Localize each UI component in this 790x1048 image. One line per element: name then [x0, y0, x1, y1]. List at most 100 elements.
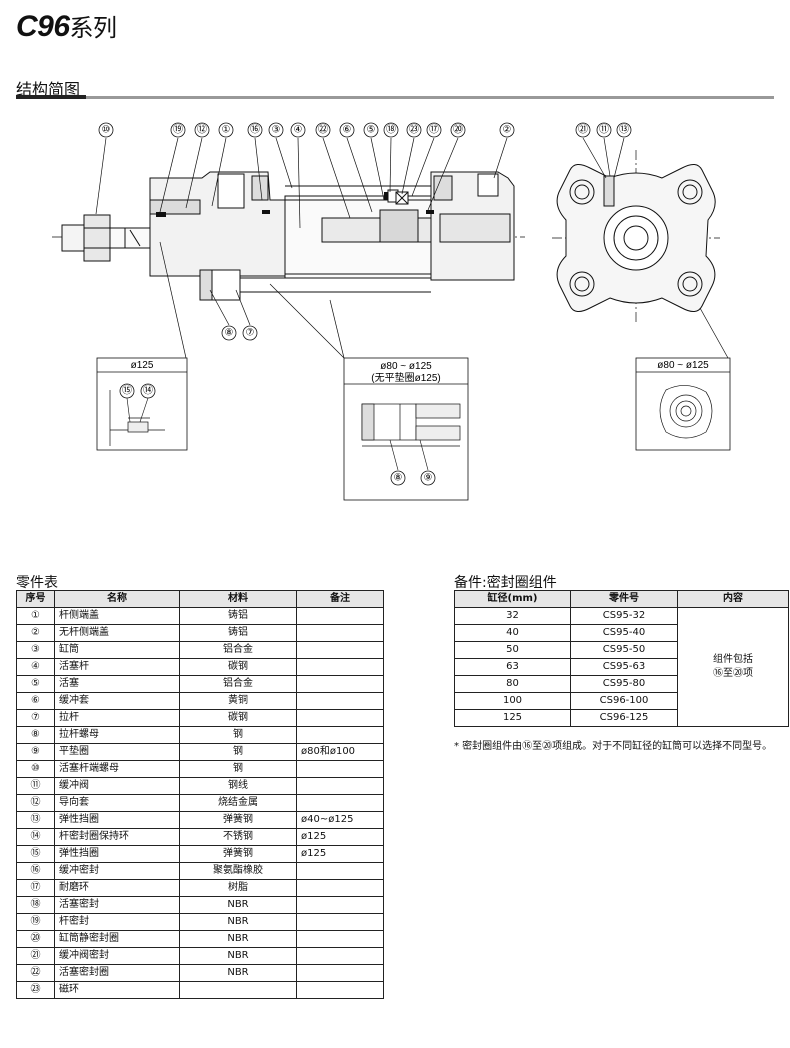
- part-material: 聚氨酯橡胶: [179, 862, 297, 880]
- part-no: ㉑: [16, 947, 55, 965]
- callout-10: ⑩: [102, 125, 111, 136]
- part-no: ⑨: [16, 743, 55, 761]
- kit-part-no: CS95-80: [570, 675, 678, 693]
- detail-box-rod-seal: ø125 ⑮ ⑭: [96, 357, 188, 451]
- part-no: ①: [16, 607, 55, 625]
- kit-bore: 63: [454, 658, 571, 676]
- part-remark: [296, 981, 384, 999]
- part-no: ⑯: [16, 862, 55, 880]
- part-no: ⑰: [16, 879, 55, 897]
- detail-b-caption: ø80 ~ ø125: [380, 361, 432, 372]
- kit-bore: 40: [454, 624, 571, 642]
- part-no: ⑩: [16, 760, 55, 778]
- part-remark: [296, 947, 384, 965]
- part-no: ⑳: [16, 930, 55, 948]
- part-name: 缓冲阀密封: [54, 947, 180, 965]
- kit-bore: 32: [454, 607, 571, 625]
- part-no: ⑬: [16, 811, 55, 829]
- part-remark: [296, 641, 384, 659]
- detail-b-label-8: ⑧: [394, 473, 403, 484]
- part-remark: ø125: [296, 845, 384, 863]
- part-remark: [296, 930, 384, 948]
- part-no: ⑪: [16, 777, 55, 795]
- callout-21: ㉑: [578, 124, 588, 136]
- part-remark: ø80和ø100: [296, 743, 384, 761]
- col-header-name: 名称: [54, 590, 180, 608]
- part-remark: [296, 692, 384, 710]
- callout-3: ③: [272, 125, 281, 136]
- part-name: 导向套: [54, 794, 180, 812]
- part-remark: [296, 794, 384, 812]
- part-material: 钢线: [179, 777, 297, 795]
- part-no: ⑲: [16, 913, 55, 931]
- callout-20: ⑳: [453, 124, 463, 136]
- structure-diagram: ⑩ ⑲ ⑫ ① ⑯ ③ ④ ㉒ ⑥ ⑤ ⑱ ㉓ ⑰ ⑳ ② ㉑ ⑪ ⑬ ⑧ ⑦ …: [52, 122, 731, 501]
- part-no: ⑦: [16, 709, 55, 727]
- section-title: 结构简图: [16, 80, 81, 99]
- kit-col-header-part-no: 零件号: [570, 590, 678, 608]
- part-no: ⑮: [16, 845, 55, 863]
- part-remark: [296, 896, 384, 914]
- part-remark: [296, 879, 384, 897]
- part-no: ⑭: [16, 828, 55, 846]
- part-material: 不锈钢: [179, 828, 297, 846]
- part-material: [179, 981, 297, 999]
- callout-17: ⑰: [429, 124, 439, 136]
- part-name: 无杆侧端盖: [54, 624, 180, 642]
- part-remark: [296, 607, 384, 625]
- callout-2: ②: [503, 125, 512, 136]
- part-no: ⑧: [16, 726, 55, 744]
- series-model: C96: [16, 10, 70, 43]
- detail-a-label-15: ⑮: [122, 385, 132, 397]
- kit-col-header-content: 内容: [677, 590, 789, 608]
- part-remark: [296, 709, 384, 727]
- part-remark: [296, 964, 384, 982]
- kit-bore: 100: [454, 692, 571, 710]
- part-name: 活塞杆端螺母: [54, 760, 180, 778]
- kit-content-line2: ⑯至⑳项: [713, 668, 753, 679]
- part-material: NBR: [179, 930, 297, 948]
- part-no: ㉒: [16, 964, 55, 982]
- part-material: NBR: [179, 964, 297, 982]
- series-title: C96系列: [16, 8, 117, 44]
- col-header-no: 序号: [16, 590, 55, 608]
- part-remark: ø40~ø125: [296, 811, 384, 829]
- part-material: NBR: [179, 947, 297, 965]
- detail-b-subcaption: (无平垫圈ø125): [371, 371, 440, 384]
- part-material: 黄铜: [179, 692, 297, 710]
- part-remark: [296, 624, 384, 642]
- callout-18: ⑱: [386, 124, 396, 136]
- part-no: ④: [16, 658, 55, 676]
- kit-part-no: CS95-32: [570, 607, 678, 625]
- part-remark: [296, 675, 384, 693]
- callout-1: ①: [222, 125, 231, 136]
- part-material: 铸铝: [179, 607, 297, 625]
- part-remark: [296, 726, 384, 744]
- detail-a-caption: ø125: [131, 360, 154, 371]
- part-remark: [296, 760, 384, 778]
- part-name: 杆密封: [54, 913, 180, 931]
- part-name: 活塞密封圈: [54, 964, 180, 982]
